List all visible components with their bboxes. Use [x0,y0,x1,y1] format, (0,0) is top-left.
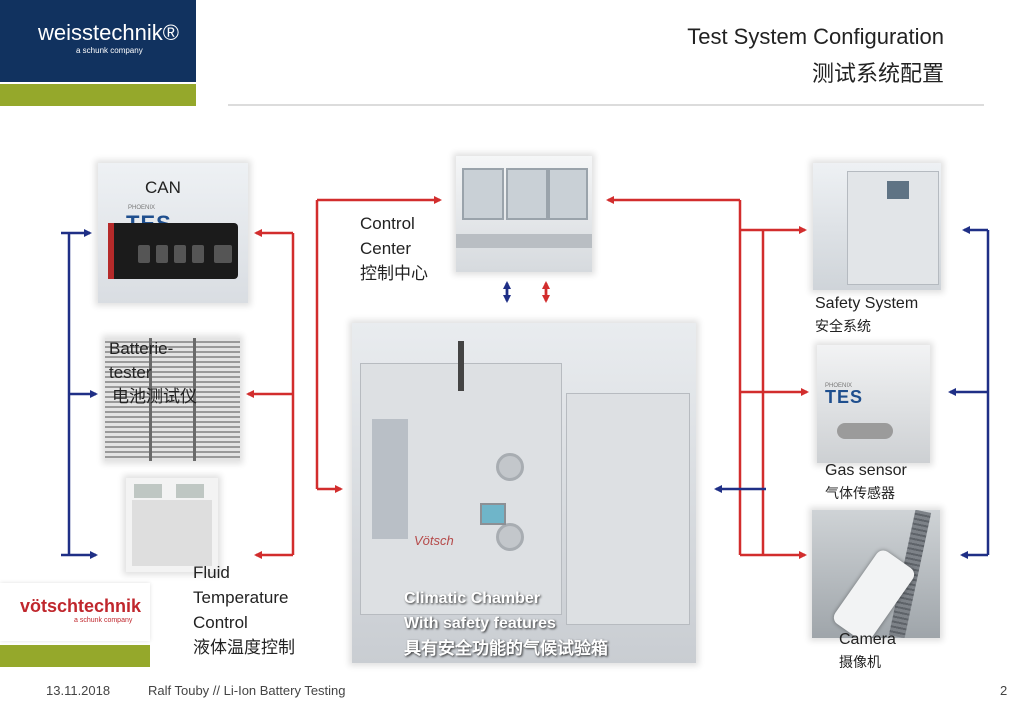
gas-sensor-label-cn: 气体传感器 [825,485,895,501]
battery-tester-label-cn: 电池测试仪 [112,387,197,406]
footer-date: 13.11.2018 [46,683,111,698]
logo-tagline: a schunk company [76,46,143,55]
can-interface-box [108,223,238,279]
chamber-caption-cn: 具有安全功能的气候试验箱 [404,639,608,658]
fluid-label-2: Temperature [193,588,289,607]
can-device-image: PHOENIX TES [98,163,248,303]
center-link-arrows [503,281,550,303]
can-label: CAN [145,178,181,197]
battery-tester-image [105,338,240,461]
gas-brand-logo: TES [825,387,864,407]
left-blue-bus [61,229,98,559]
page-title: Test System Configuration [687,24,944,49]
control-center-label-cn: 控制中心 [360,264,428,283]
right-blue-bus [714,226,990,559]
safety-system-label-cn: 安全系统 [815,318,871,334]
gas-sensor-label: Gas sensor [825,462,907,479]
safety-system-image [813,163,941,290]
page-number: 2 [1000,683,1008,698]
footer-author: Ralf Touby // Li-Ion Battery Testing [148,683,346,698]
weisstechnik-logo-block [0,0,196,82]
control-center-label-2: Center [360,239,412,258]
page-title-chinese: 测试系统配置 [811,61,944,86]
chamber-brand-mark: Vötsch [414,533,454,548]
can-brand-small: PHOENIX [128,205,156,211]
voetschtechnik-tagline: a schunk company [74,617,133,624]
left-red-bus [246,196,442,559]
battery-tester-label-2: tester [109,363,152,382]
footer-accent-bar [0,645,150,667]
right-red-bus [606,196,809,559]
gas-sensor-image: PHOENIX TES [817,345,930,463]
camera-label: Camera [839,631,896,648]
control-center-image [456,156,592,272]
climatic-chamber-image: Vötsch [352,323,696,663]
fluid-label-1: Fluid [193,563,230,582]
fluid-temperature-control-image [126,478,218,572]
camera-image [812,510,940,638]
chamber-caption-2: With safety features [404,615,556,632]
control-center-label-1: Control [360,214,415,233]
logo-accent-bar [0,84,196,106]
battery-tester-label-1: Batterie- [109,339,174,358]
voetschtechnik-logo: vötschtechnik [20,596,142,616]
chamber-caption-1: Climatic Chamber [404,590,541,607]
header-divider [228,104,984,106]
gas-brand-small: PHOENIX [825,383,853,389]
camera-label-cn: 摄像机 [839,654,881,670]
safety-system-label: Safety System [815,295,919,312]
fluid-label-3: Control [193,613,248,632]
weisstechnik-logo: weisstechnik® [38,20,179,45]
fluid-label-cn: 液体温度控制 [193,638,295,657]
voetschtechnik-logo-block: vötschtechnik a schunk company [0,583,150,641]
